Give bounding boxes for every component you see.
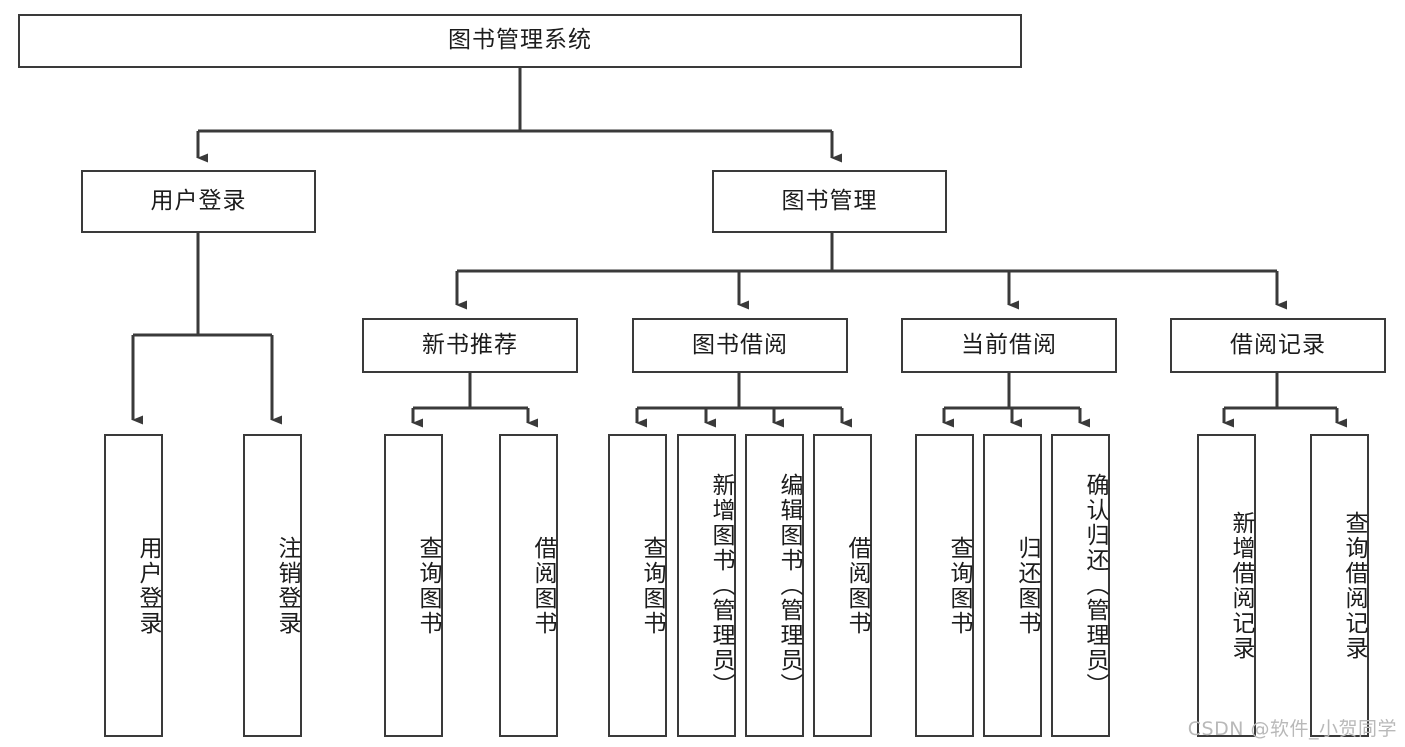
node-label: 用户登录	[150, 187, 247, 214]
leaf-query-book-recommend[interactable]: 查询图书	[384, 434, 443, 737]
node-label: 图书管理	[781, 187, 878, 214]
node-label: 新增借阅记录	[1228, 510, 1254, 661]
leaf-edit-book-admin[interactable]: 编辑图书（管理员）	[745, 434, 804, 737]
node-label: 当前借阅	[961, 331, 1057, 358]
node-label: 新增图书（管理员）	[708, 473, 734, 698]
node-root-book-management-system[interactable]: 图书管理系统	[18, 14, 1022, 68]
node-label: 图书管理系统	[448, 27, 592, 54]
leaf-add-borrow-record[interactable]: 新增借阅记录	[1197, 434, 1256, 737]
node-new-book-recommend[interactable]: 新书推荐	[362, 318, 578, 373]
node-label: 查询图书	[946, 535, 972, 636]
node-label: 新书推荐	[422, 331, 518, 358]
leaf-confirm-return-admin[interactable]: 确认归还（管理员）	[1051, 434, 1110, 737]
leaf-user-login[interactable]: 用户登录	[104, 434, 163, 737]
leaf-add-book-admin[interactable]: 新增图书（管理员）	[677, 434, 736, 737]
node-label: 编辑图书（管理员）	[776, 473, 802, 698]
leaf-query-borrow-record[interactable]: 查询借阅记录	[1310, 434, 1369, 737]
leaf-query-book-current[interactable]: 查询图书	[915, 434, 974, 737]
edges-currentborrow-to-leaves	[942, 373, 1090, 428]
node-user-login[interactable]: 用户登录	[81, 170, 316, 233]
edges-newbook-to-leaves	[411, 373, 538, 428]
node-label: 借阅图书	[530, 535, 556, 636]
node-label: 图书借阅	[692, 331, 788, 358]
node-label: 用户登录	[135, 535, 161, 636]
node-label: 借阅图书	[844, 535, 870, 636]
node-label: 确认归还（管理员）	[1082, 473, 1108, 698]
leaf-borrow-book[interactable]: 借阅图书	[813, 434, 872, 737]
edges-borrowrecord-to-leaves	[1222, 373, 1347, 428]
edges-root-to-level2	[196, 68, 842, 163]
csdn-watermark: CSDN @软件_小贺同学	[1187, 718, 1397, 740]
edges-bookborrow-to-leaves	[635, 373, 852, 428]
node-book-management[interactable]: 图书管理	[712, 170, 947, 233]
node-label: 查询借阅记录	[1341, 510, 1367, 661]
node-label: 查询图书	[639, 535, 665, 636]
node-current-borrow[interactable]: 当前借阅	[901, 318, 1117, 373]
node-label: 归还图书	[1014, 535, 1040, 636]
leaf-borrow-book-recommend[interactable]: 借阅图书	[499, 434, 558, 737]
edges-bookmanage-to-level3	[455, 233, 1287, 310]
leaf-logout-login[interactable]: 注销登录	[243, 434, 302, 737]
node-borrow-record[interactable]: 借阅记录	[1170, 318, 1386, 373]
node-book-borrow[interactable]: 图书借阅	[632, 318, 848, 373]
node-label: 注销登录	[274, 535, 300, 636]
node-label: 借阅记录	[1230, 331, 1326, 358]
node-label: 查询图书	[415, 535, 441, 636]
leaf-return-book[interactable]: 归还图书	[983, 434, 1042, 737]
edges-userlogin-to-leaves	[131, 233, 282, 425]
leaf-query-book-borrow[interactable]: 查询图书	[608, 434, 667, 737]
